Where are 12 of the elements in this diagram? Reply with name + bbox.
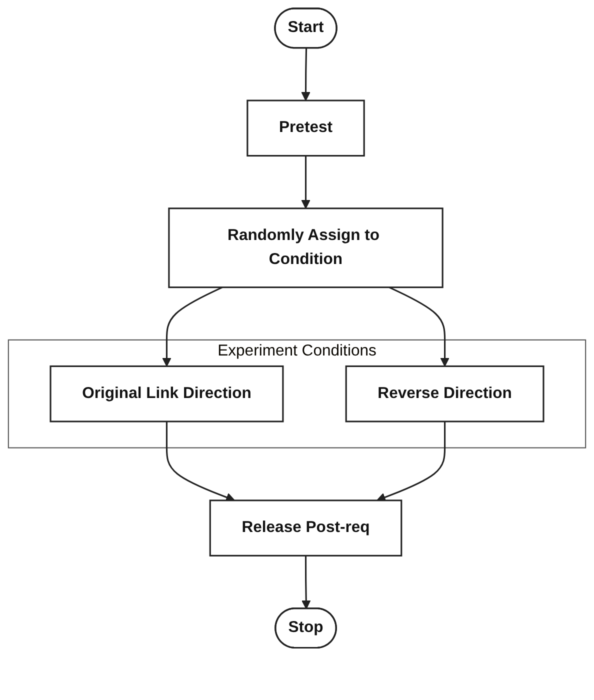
arrow: [162, 286, 223, 367]
node-box: Reverse Direction: [345, 365, 544, 422]
node-box: Release Post-req: [209, 500, 402, 556]
arrow: [388, 286, 450, 367]
arrow: [301, 156, 310, 209]
arrow: [302, 556, 311, 610]
arrow: [376, 422, 446, 502]
arrow: [301, 48, 310, 101]
arrow: [166, 422, 235, 502]
node-box: Pretest: [246, 100, 365, 157]
node-box: Randomly Assign to Condition: [168, 208, 444, 288]
node-box: Original Link Direction: [50, 365, 284, 422]
